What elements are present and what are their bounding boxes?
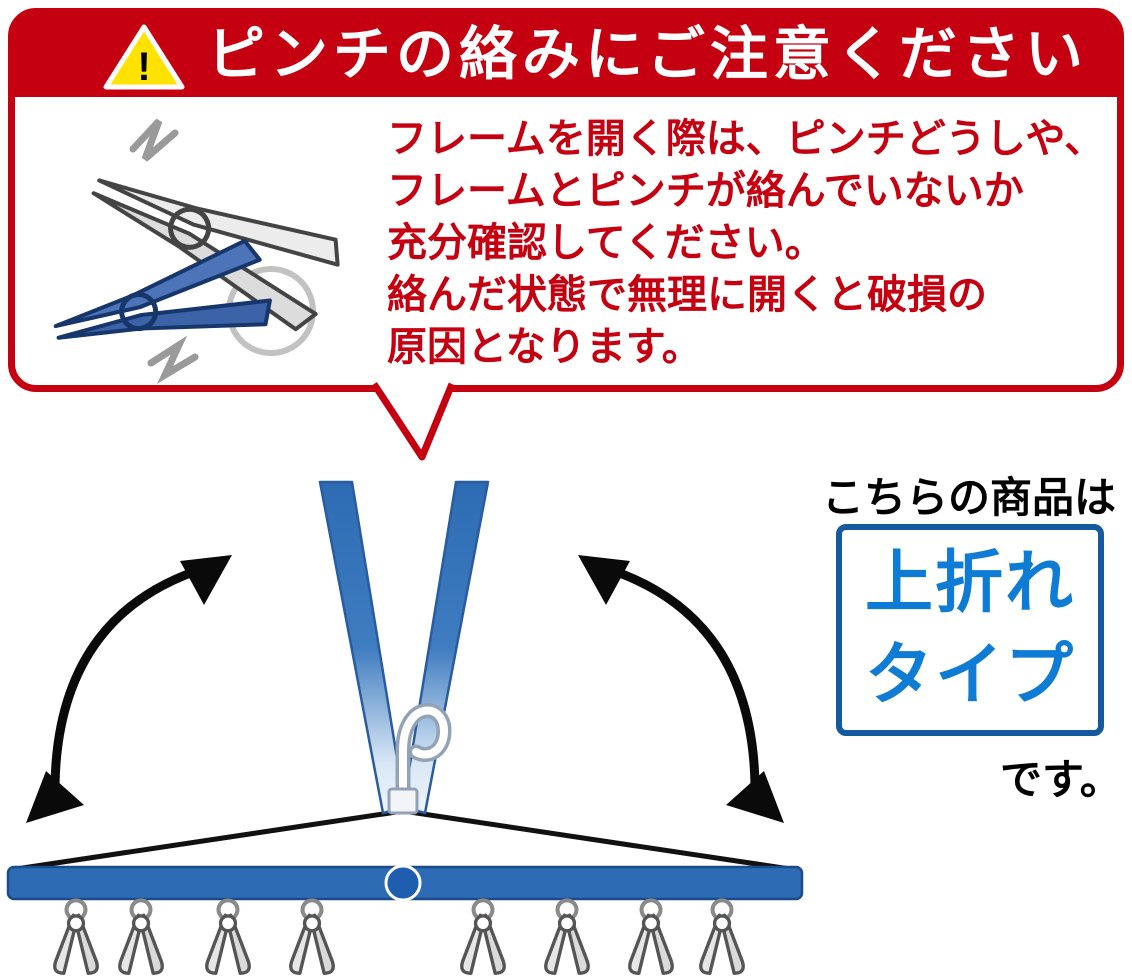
warning-title: ピンチの絡みにご注意ください (207, 22, 1088, 87)
warning-line: フレームを開く際は、ピンチどうしや、 (387, 117, 1105, 161)
product-type-box: 上折れ タイプ (836, 524, 1104, 736)
bar-center-pivot (384, 864, 422, 902)
product-type-label-line2: タイプ (864, 637, 1075, 713)
blue-clothespin (53, 238, 272, 340)
warning-triangle-icon: ! (103, 24, 185, 90)
product-type-label-line1: 上折れ (864, 545, 1075, 622)
warning-header: ! ピンチの絡みにご注意ください (15, 15, 1117, 97)
product-type-intro: こちらの商品は (822, 474, 1117, 521)
shake-mark-bottom (147, 335, 199, 384)
callout-tail (371, 382, 456, 461)
tangled-clothespins-illustration (53, 118, 340, 384)
warning-line: 絡んだ状態で無理に開くと破損の (387, 273, 987, 317)
frame-arm-right (401, 480, 490, 815)
hanger-hook (387, 703, 452, 815)
fold-arrow-left (26, 555, 232, 823)
warning-body: フレームを開く際は、ピンチどうしや、 フレームとピンチが絡んでいないか 充分確認… (387, 113, 1117, 373)
clip-row (55, 900, 744, 973)
shake-mark-top (129, 118, 179, 162)
warning-exclamation: ! (137, 45, 150, 89)
frame-arm-left (318, 480, 407, 815)
warning-line: フレームとピンチが絡んでいないか (387, 169, 1024, 213)
fold-arrow-right (578, 555, 784, 823)
product-type-suffix: です。 (1000, 756, 1122, 803)
warning-callout: ! ピンチの絡みにご注意ください フレームを開く際 (8, 8, 1124, 392)
warning-line: 原因となります。 (387, 325, 702, 369)
support-wires (15, 808, 791, 872)
warning-line: 充分確認してください。 (387, 221, 825, 265)
folding-hanger-illustration (6, 480, 804, 979)
